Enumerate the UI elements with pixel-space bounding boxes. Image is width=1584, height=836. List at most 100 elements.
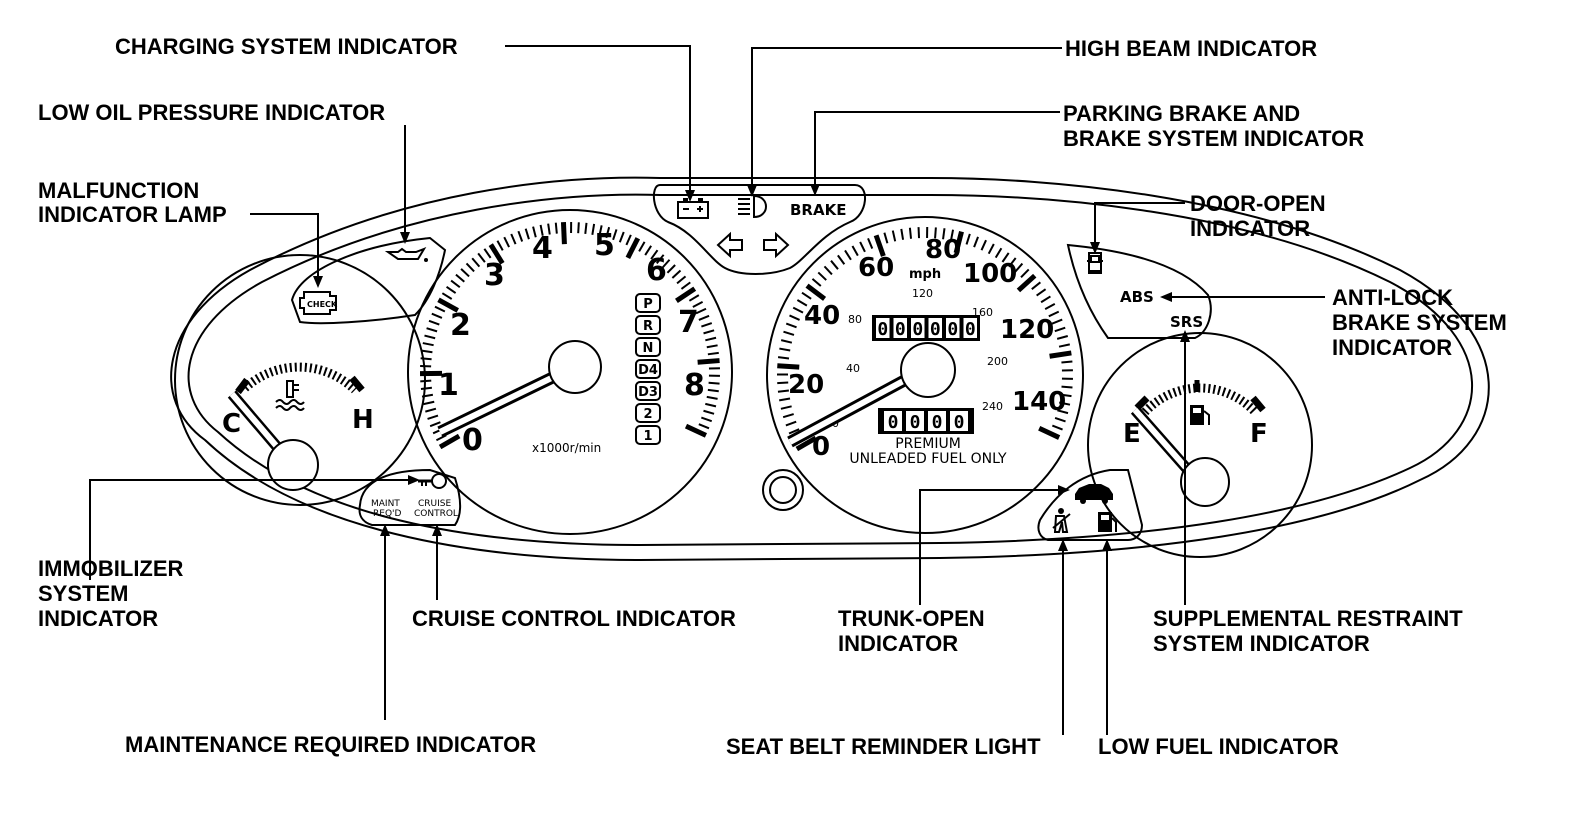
tach-tick-56 [666, 264, 676, 274]
mph-unit-label: mph [909, 267, 941, 282]
label-anti-lock-1: ANTI-LOCK [1332, 285, 1453, 310]
tach-number-3: 3 [484, 258, 505, 293]
gear-box-6 [635, 425, 661, 445]
speedo-tick-70 [1038, 425, 1061, 440]
speedo-tick-5 [780, 405, 792, 410]
tach-tick-64 [698, 314, 710, 321]
odometer-digit-0: 0 [877, 319, 888, 340]
tach-tick-58 [676, 275, 687, 285]
tach-number-2: 2 [450, 308, 471, 343]
kmh-number-80: 80 [848, 313, 862, 326]
speedo-tick-27 [851, 245, 859, 257]
gear-label-4: D3 [638, 385, 658, 400]
label-maintenance-required: MAINTENANCE REQUIRED INDICATOR [125, 732, 536, 757]
speedo-tick-51 [1031, 281, 1041, 290]
mph-number-60: 60 [858, 253, 894, 283]
tach-tick-32 [503, 236, 510, 248]
label-door-open-2: INDICATOR [1190, 216, 1310, 241]
mph-number-40: 40 [804, 301, 840, 331]
label-seat-belt: SEAT BELT REMINDER LIGHT [726, 734, 1041, 759]
cruise-label-2: CONTROL [414, 509, 458, 519]
cruise-label-1: CRUISE [418, 499, 451, 509]
fuel-full-label: F [1250, 419, 1268, 449]
speedo-tick-66 [1059, 401, 1071, 406]
tach-tick-12 [420, 357, 432, 361]
kmh-number-200: 200 [987, 355, 1008, 368]
label-srs-2: SYSTEM INDICATOR [1153, 631, 1370, 656]
tach-tick-66 [703, 329, 715, 335]
tach-tick-27 [471, 257, 481, 268]
speedo-tick-12 [779, 347, 791, 352]
gear-label-6: 1 [643, 429, 652, 444]
tach-tick-61 [688, 294, 700, 302]
speedo-tick-13 [780, 339, 793, 344]
tach-number-0: 0 [462, 423, 483, 458]
tach-tick-30 [488, 243, 505, 265]
speedo-tick-39 [949, 229, 955, 241]
trip-digit-0: 0 [888, 412, 899, 433]
tach-tick-43 [584, 222, 588, 234]
srs-label: SRS [1170, 313, 1203, 331]
speedo-tick-2 [788, 428, 800, 435]
check-engine-icon: CHECK [299, 291, 338, 315]
speedo-tick-53 [1040, 295, 1051, 304]
maint-label-2: REQ'D [373, 509, 401, 519]
label-immobilizer-3: INDICATOR [38, 606, 158, 631]
tach-number-7: 7 [678, 305, 699, 340]
tach-tick-39 [554, 222, 558, 234]
tach-tick-48 [618, 231, 625, 243]
speedo-tick-40 [953, 230, 964, 254]
tach-tick-38 [547, 223, 551, 235]
trip-digit-box-0 [884, 411, 902, 431]
tach-tick-68 [706, 344, 718, 349]
tach-tick-15 [424, 334, 436, 340]
speedo-tick-52 [1036, 288, 1047, 297]
speedo-tick-23 [823, 265, 833, 276]
odometer-digit-box-0 [876, 318, 890, 338]
brake-label: BRAKE [790, 201, 846, 219]
tach-tick-19 [434, 305, 446, 313]
oil-can-icon [384, 247, 428, 262]
tach-number-1: 1 [438, 368, 459, 403]
label-srs-1: SUPPLEMENTAL RESTRAINT [1153, 606, 1463, 631]
speedo-tick-26 [844, 249, 852, 261]
check-engine-text: CHECK [307, 300, 338, 309]
tach-tick-8 [420, 386, 433, 390]
speedo-tick-33 [900, 228, 905, 240]
tach-tick-47 [612, 229, 618, 241]
right-turn-signal-icon [763, 231, 790, 259]
tach-tick-73 [708, 381, 720, 385]
left-turn-signal-icon [716, 231, 743, 259]
speedo-tick-16 [789, 314, 800, 321]
tach-tick-62 [692, 300, 704, 308]
speedo-tick-18 [796, 299, 808, 307]
tach-tick-34 [517, 230, 524, 242]
label-immobilizer-2: SYSTEM [38, 581, 128, 606]
trip-digit-box-1 [906, 411, 924, 431]
speedo-tick-67 [1057, 409, 1069, 415]
tach-tick-77 [703, 409, 715, 415]
tach-tick-74 [707, 388, 719, 393]
gear-label-2: N [643, 341, 654, 356]
fuel-gauge: E F [1087, 332, 1313, 558]
tach-tick-20 [437, 297, 459, 313]
tach-tick-36 [532, 226, 537, 238]
tach-tick-21 [441, 292, 453, 300]
odometer-display [872, 315, 980, 341]
tach-tick-23 [450, 279, 461, 289]
tach-tick-3 [429, 421, 441, 428]
speedo-tick-21 [811, 278, 822, 287]
low-fuel-icon [1098, 512, 1117, 532]
speedo-tick-22 [817, 271, 827, 281]
label-malfunction-1: MALFUNCTION [38, 178, 199, 203]
mph-number-100: 100 [963, 259, 1017, 289]
tach-tick-70 [697, 358, 720, 365]
tach-tick-65 [701, 322, 713, 328]
tach-tick-22 [445, 285, 457, 294]
gear-box-4 [635, 381, 661, 401]
tach-tick-45 [598, 225, 603, 237]
tach-tick-13 [421, 349, 433, 354]
cluster-housing [170, 176, 1490, 562]
speedometer: 0 20 40 60 80 100 120 140 0 40 80 120 16… [766, 216, 1084, 534]
